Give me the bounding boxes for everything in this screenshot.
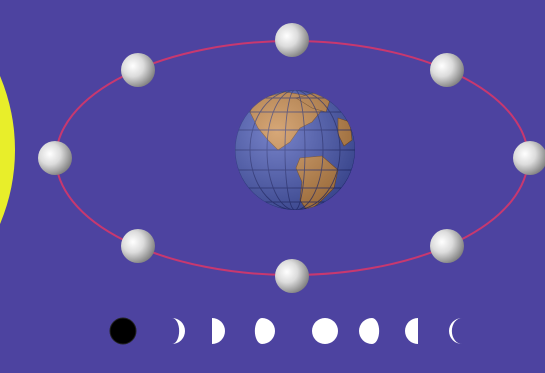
orbit-moon-left (38, 141, 72, 175)
phase-full-moon (312, 318, 338, 344)
orbit-moon-top (275, 23, 309, 57)
phase-new-moon (110, 318, 136, 344)
orbit-moon-bottom-right (430, 229, 464, 263)
orbit-moon-bottom-left (121, 229, 155, 263)
orbit-moon-top-left (121, 53, 155, 87)
orbit-moon-bottom (275, 259, 309, 293)
orbit-moon-top-right (430, 53, 464, 87)
